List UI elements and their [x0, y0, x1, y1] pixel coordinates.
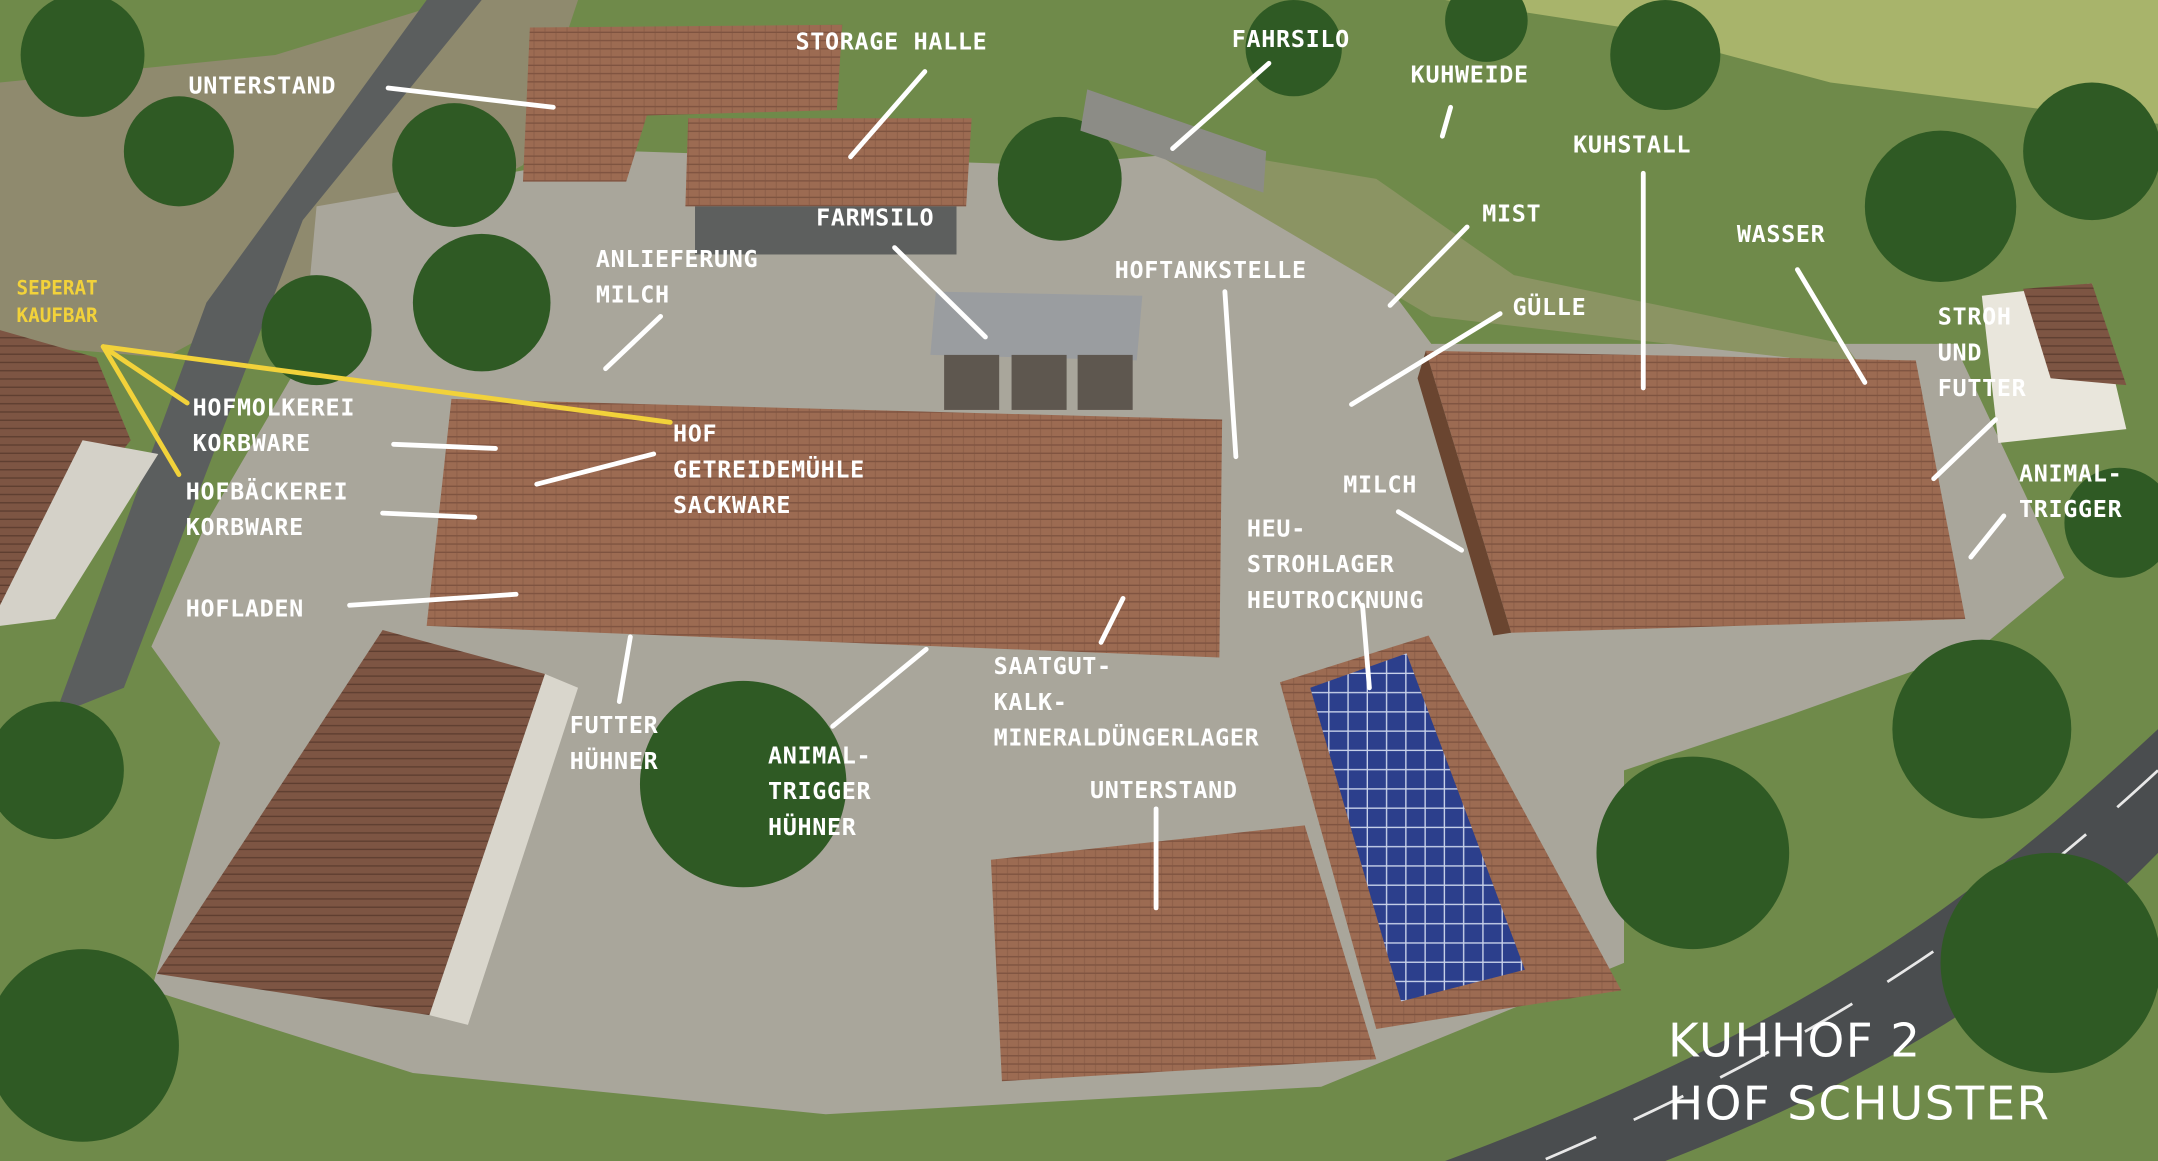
label-fahrsilo: FAHRSILO	[1232, 25, 1350, 53]
label-storage-halle: STORAGE HALLE	[795, 28, 987, 56]
unterstand-top-building	[522, 24, 843, 182]
storage-halle-building	[685, 118, 972, 207]
label-leader-lines	[100, 60, 2007, 911]
label-farmsilo: FARMSILO	[816, 204, 934, 232]
label-kuhstall: KUHSTALL	[1573, 131, 1691, 159]
label-kuhweide: KUHWEIDE	[1411, 61, 1529, 89]
main-building-roof	[426, 398, 1223, 658]
map-labels: UNTERSTAND STORAGE HALLE FAHRSILO KUHWEI…	[17, 25, 2123, 1132]
left-houses	[0, 330, 131, 606]
label-guelle: GÜLLE	[1513, 293, 1587, 321]
label-animal-trigger-right: ANIMAL-TRIGGER	[2019, 459, 2123, 523]
kuhstall-roof	[1425, 350, 1966, 633]
solar-panels	[1310, 653, 1525, 1002]
label-mist: MIST	[1482, 199, 1541, 227]
fahrsilo-structure	[1080, 89, 1267, 193]
label-hofladen: HOFLADEN	[186, 594, 304, 622]
farmsilo-structure	[930, 291, 1143, 410]
chicken-building-roof	[156, 630, 546, 1016]
label-saatgut: SAATGUT-KALK-MINERALDÜNGERLAGER	[994, 652, 1260, 752]
label-milch: MILCH	[1343, 470, 1417, 498]
label-hoftankstelle: HOFTANKSTELLE	[1115, 256, 1307, 284]
label-unterstand-top: UNTERSTAND	[189, 72, 337, 100]
label-wasser: WASSER	[1737, 220, 1826, 248]
unterstand-bottom-roof	[990, 825, 1377, 1082]
label-unterstand-bottom: UNTERSTAND	[1090, 776, 1238, 804]
